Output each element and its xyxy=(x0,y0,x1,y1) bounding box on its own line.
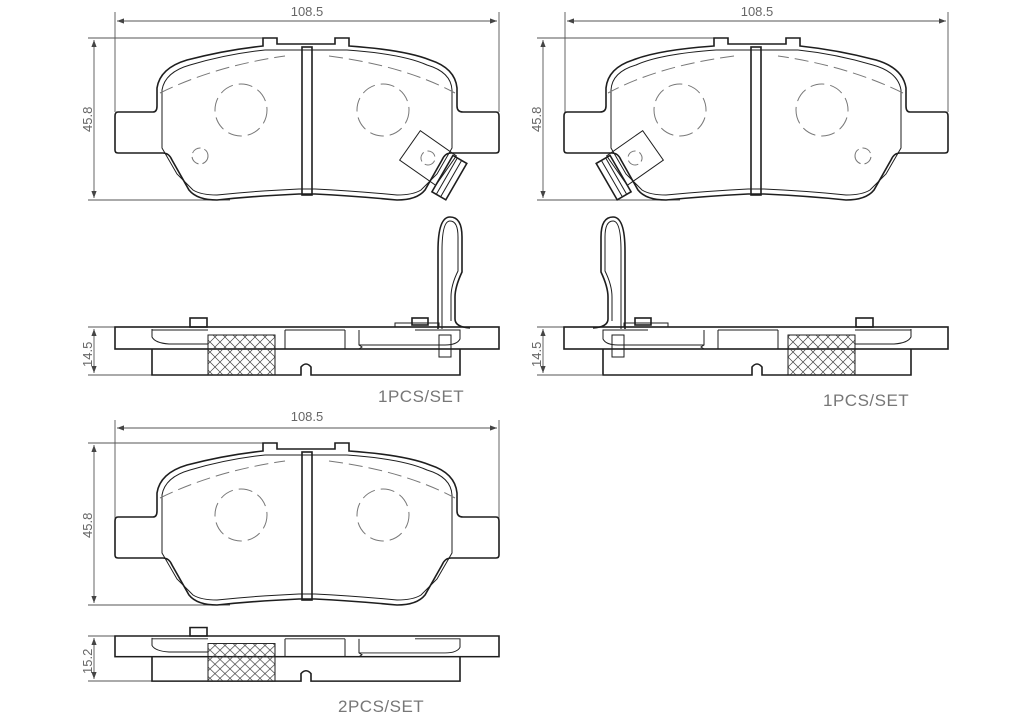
pad-side-view xyxy=(114,317,500,376)
width-dimension: 108.5 xyxy=(564,4,949,112)
pad-drawing-1: 108.5 45.8 14.5 1PCS/SET xyxy=(80,4,500,406)
pad-side-view xyxy=(114,626,500,682)
height-label: 45.8 xyxy=(80,513,95,538)
height-label: 45.8 xyxy=(80,107,95,132)
width-label: 108.5 xyxy=(291,4,324,19)
wear-clip xyxy=(394,216,471,358)
width-dimension: 108.5 xyxy=(114,4,500,112)
hole-mark xyxy=(854,147,872,165)
height-dimension: 45.8 xyxy=(529,37,720,201)
hole-mark xyxy=(191,147,209,165)
height-label: 45.8 xyxy=(529,107,544,132)
pad-front-view xyxy=(114,442,500,606)
width-dimension: 108.5 xyxy=(114,409,500,520)
width-label: 108.5 xyxy=(291,409,324,424)
pad-side-view xyxy=(563,317,949,376)
thickness-label: 14.5 xyxy=(80,342,95,367)
pad-drawing-2: 108.5 45.8 14.5 1PCS/SET xyxy=(529,4,949,410)
thickness-dimension: 15.2 xyxy=(80,635,152,682)
width-label: 108.5 xyxy=(741,4,774,19)
thickness-label: 14.5 xyxy=(529,342,544,367)
pad-drawing-3: 108.5 45.8 15.2 2PCS/SET xyxy=(80,409,500,716)
quantity-label: 1PCS/SET xyxy=(823,391,909,410)
wear-sensor xyxy=(398,129,468,201)
thickness-dimension: 14.5 xyxy=(80,326,152,376)
thickness-label: 15.2 xyxy=(80,649,95,674)
thickness-dimension: 14.5 xyxy=(529,326,602,376)
quantity-label: 1PCS/SET xyxy=(378,387,464,406)
height-dimension: 45.8 xyxy=(80,442,270,606)
wear-clip xyxy=(592,216,669,358)
quantity-label: 2PCS/SET xyxy=(338,697,424,716)
wear-sensor xyxy=(595,129,665,201)
height-dimension: 45.8 xyxy=(80,37,270,201)
